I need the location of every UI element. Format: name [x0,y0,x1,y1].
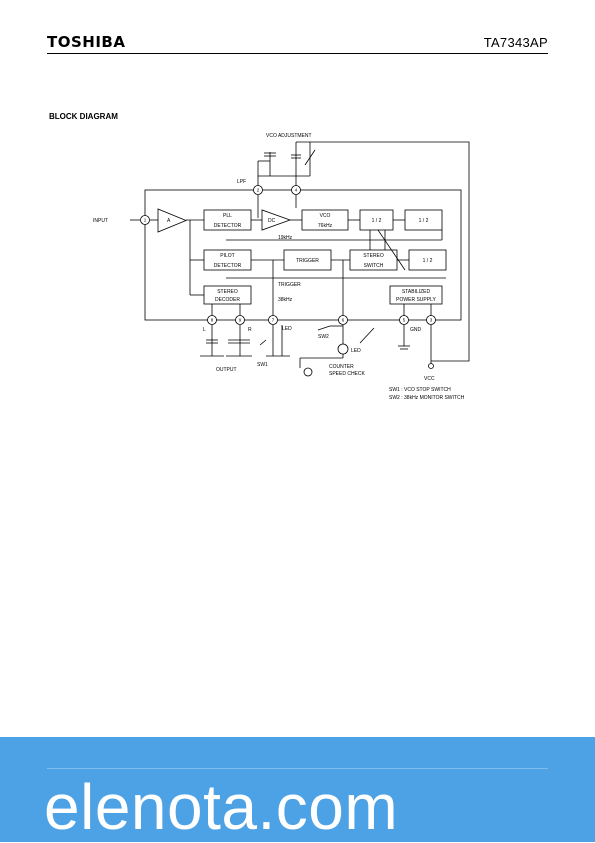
svg-text:9: 9 [239,318,242,323]
svg-text:2: 2 [257,188,260,193]
svg-text:SW1: SW1 [257,362,268,368]
svg-text:STABILIZED: STABILIZED [402,289,431,295]
svg-text:DECODER: DECODER [215,297,240,303]
svg-text:19kHz: 19kHz [278,235,293,241]
svg-text:1 / 2: 1 / 2 [419,218,429,224]
svg-text:6: 6 [342,318,345,323]
svg-text:SW2 : 38kHz MONITOR SWITCH: SW2 : 38kHz MONITOR SWITCH [389,395,465,401]
svg-text:OUTPUT: OUTPUT [216,367,237,373]
svg-text:LPF: LPF [237,179,246,185]
svg-text:PLL: PLL [223,213,232,219]
svg-text:5: 5 [403,318,406,323]
svg-text:INPUT: INPUT [93,218,108,224]
svg-text:LED: LED [351,348,361,354]
svg-text:POWER SUPPLY: POWER SUPPLY [396,297,436,303]
header-divider [47,53,548,54]
svg-text:SW2: SW2 [318,334,329,340]
svg-text:L: L [203,327,206,333]
banner-divider [47,768,548,769]
svg-text:TRIGGER: TRIGGER [296,258,319,264]
svg-text:SW1 : VCO STOP SWITCH: SW1 : VCO STOP SWITCH [389,387,451,393]
svg-text:8: 8 [211,318,214,323]
svg-text:1: 1 [144,218,147,223]
svg-text:7: 7 [272,318,275,323]
svg-text:3: 3 [430,318,433,323]
svg-text:R: R [248,327,252,333]
watermark-banner: elenota.com [0,737,595,842]
svg-text:VCO: VCO [320,213,331,219]
svg-text:76kHz: 76kHz [318,223,333,229]
svg-text:PILOT: PILOT [220,253,234,259]
svg-text:1 / 2: 1 / 2 [423,258,433,264]
svg-text:DETECTOR: DETECTOR [214,223,242,229]
svg-text:DETECTOR: DETECTOR [214,263,242,269]
svg-text:A: A [167,218,171,224]
svg-text:STEREO: STEREO [363,253,384,259]
svg-text:38kHz: 38kHz [278,297,293,303]
svg-text:SWITCH: SWITCH [364,263,384,269]
svg-text:GND: GND [410,327,422,333]
svg-text:STEREO: STEREO [217,289,238,295]
svg-text:TRIGGER: TRIGGER [278,282,301,288]
svg-text:1 / 2: 1 / 2 [372,218,382,224]
svg-text:SPEED CHECK: SPEED CHECK [329,371,366,377]
part-number: TA7343AP [483,35,548,50]
svg-text:DC: DC [268,218,276,224]
svg-text:VCC: VCC [424,376,435,382]
svg-text:COUNTER: COUNTER [329,364,354,370]
watermark-text: elenota.com [44,771,399,843]
svg-text:4: 4 [295,188,298,193]
brand-logo: TOSHIBA [47,33,126,51]
section-title: BLOCK DIAGRAM [49,112,118,121]
svg-text:VCO ADJUSTMENT: VCO ADJUSTMENT [266,133,312,139]
svg-text:LED: LED [282,326,292,332]
